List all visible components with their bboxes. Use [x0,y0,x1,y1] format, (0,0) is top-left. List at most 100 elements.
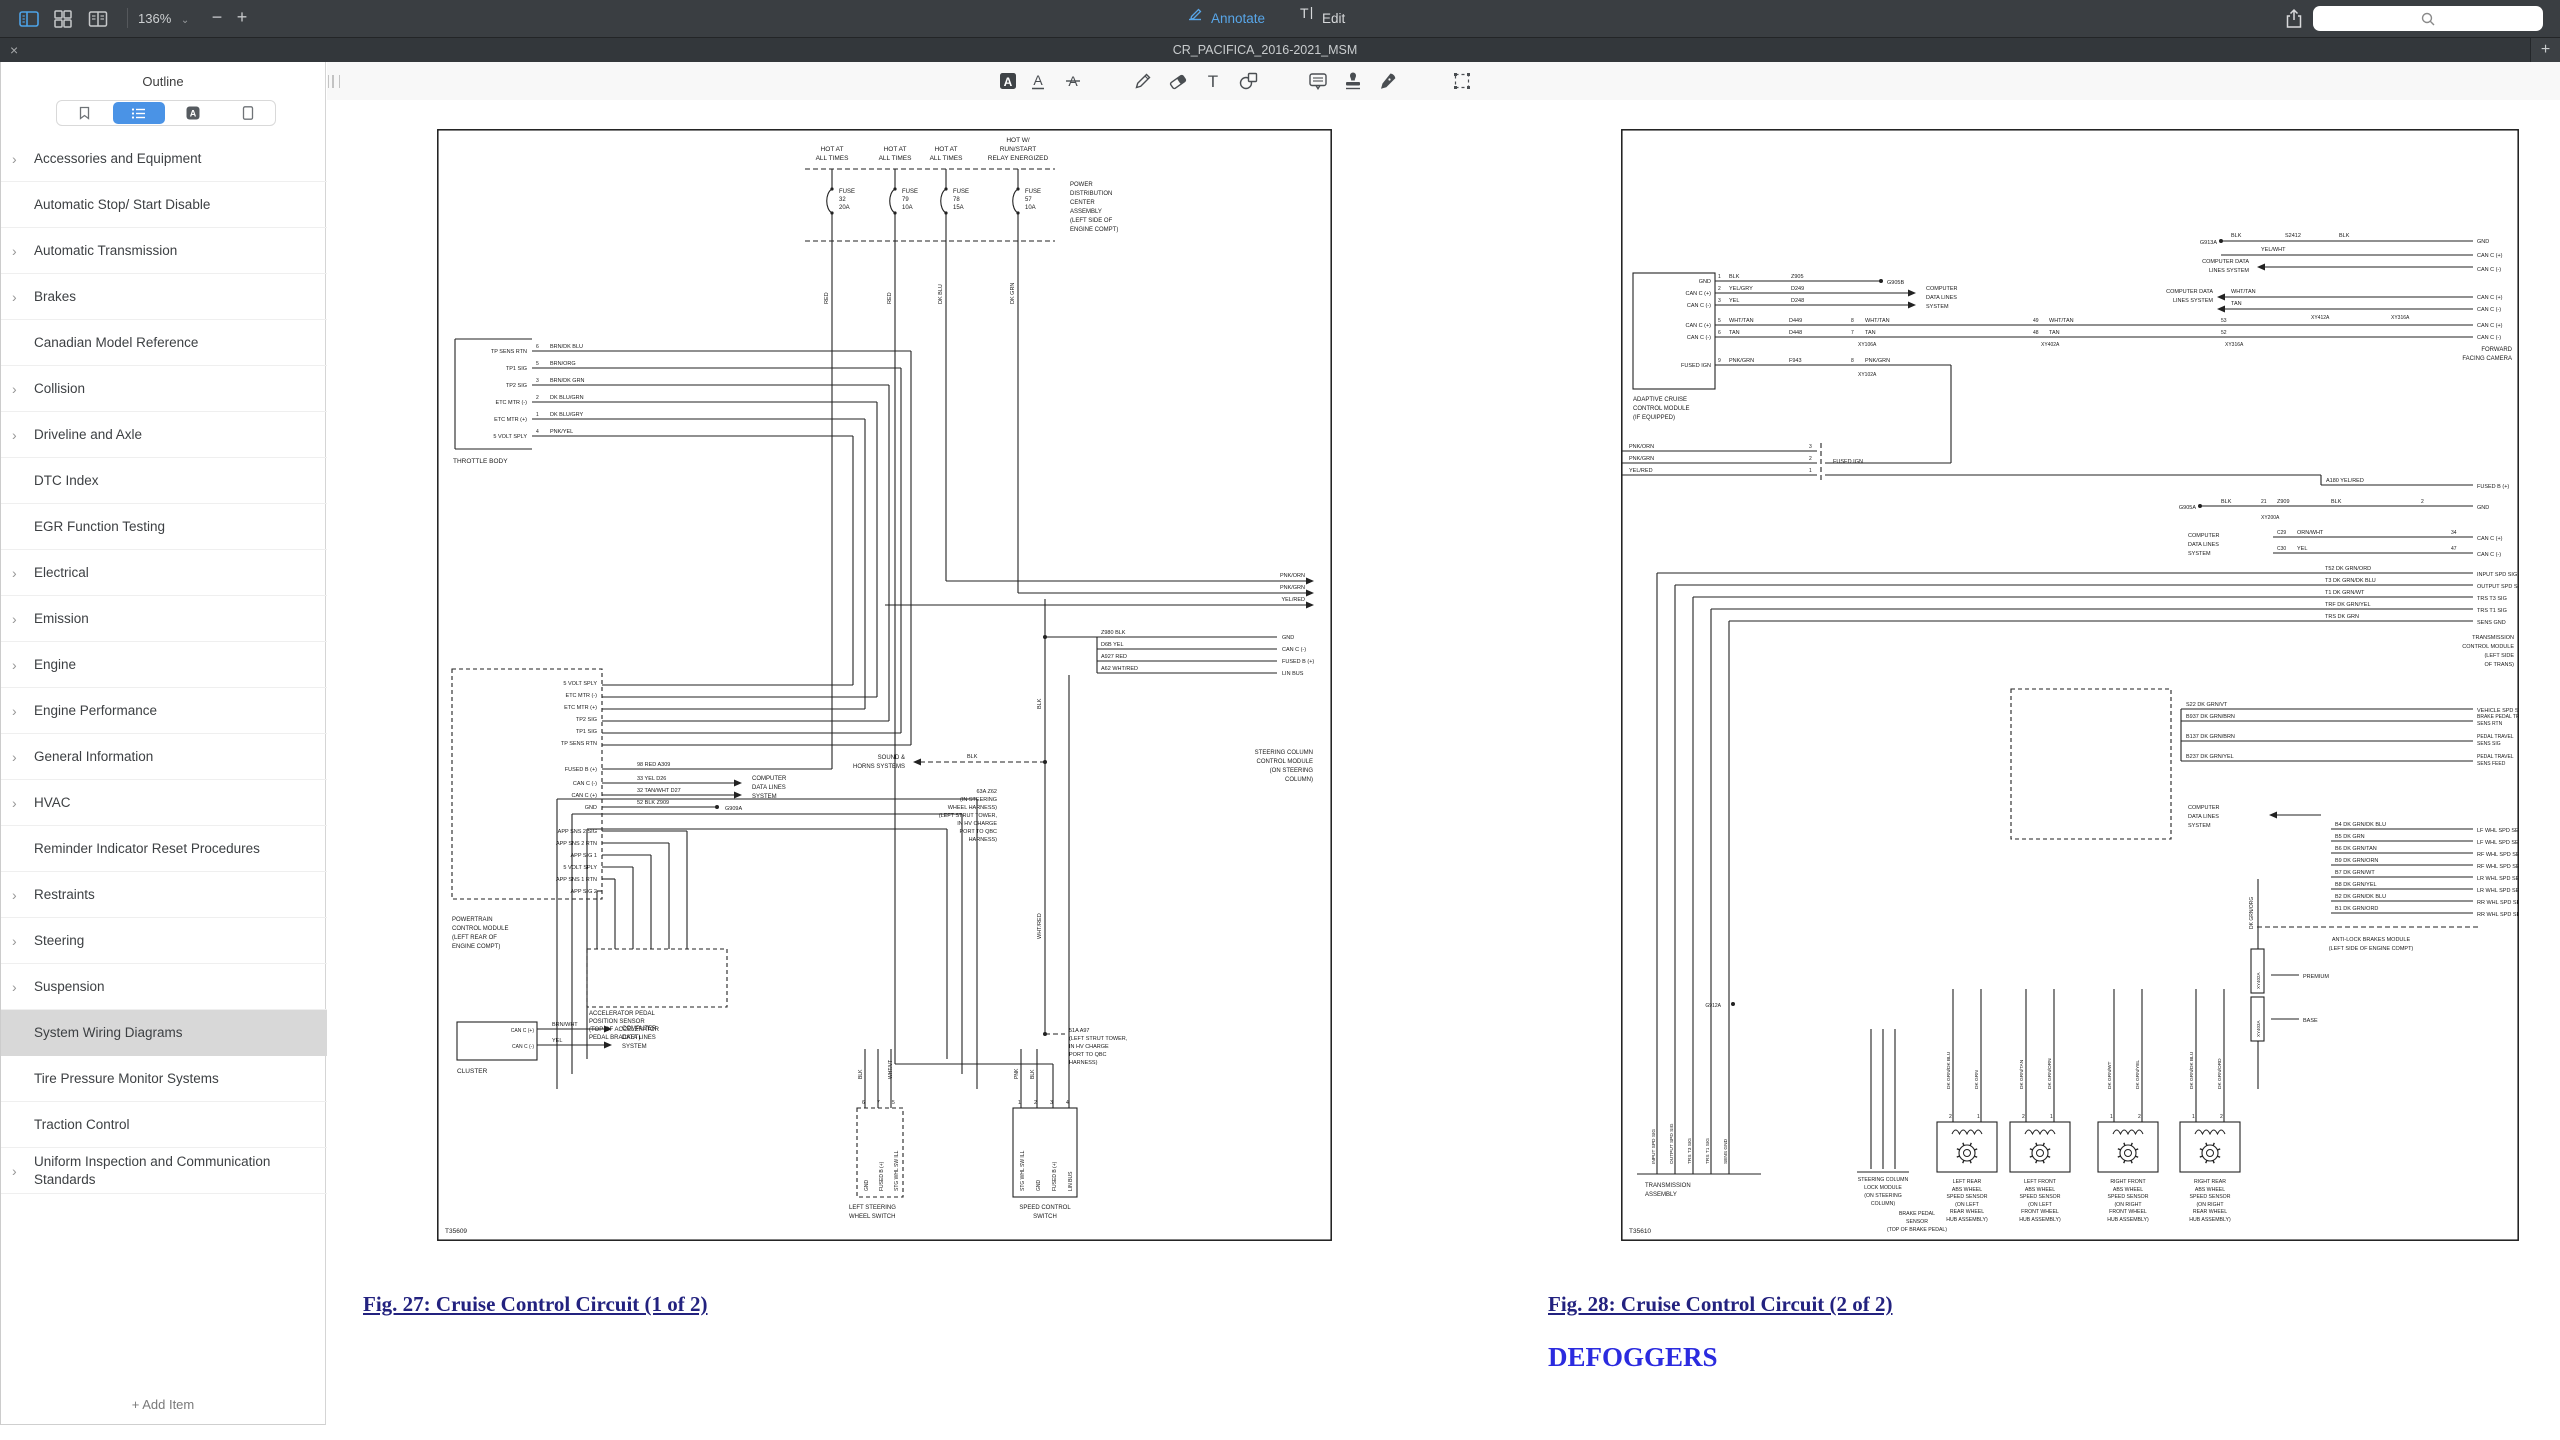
strikethrough-icon: A [1066,73,1080,89]
sidebar-item-accessories-and-equipment[interactable]: ›Accessories and Equipment [1,136,327,182]
shapes-tool[interactable] [1237,70,1259,92]
underline-tool[interactable]: A [1027,70,1049,92]
pencil-tool[interactable] [1132,70,1154,92]
svg-text:21: 21 [2261,499,2267,505]
svg-text:RR WHL SPD SENS (+): RR WHL SPD SENS (+) [2477,900,2519,906]
chevron-right-icon[interactable]: › [12,932,17,949]
chevron-right-icon[interactable]: › [12,150,17,167]
sidebar-item-automatic-stop-start-disable[interactable]: Automatic Stop/ Start Disable [1,182,327,228]
zoom-out-button[interactable]: − [211,7,223,27]
svg-text:YEL: YEL [2297,546,2307,552]
svg-text:FRONT WHEEL: FRONT WHEEL [2021,1209,2059,1215]
sidebar-item-electrical[interactable]: ›Electrical [1,550,327,596]
sidebar-item-emission[interactable]: ›Emission [1,596,327,642]
sidebar-item-restraints[interactable]: ›Restraints [1,872,327,918]
svg-text:(ON STEERING: (ON STEERING [1864,1193,1901,1199]
sidebar-item-general-information[interactable]: ›General Information [1,734,327,780]
sidebar-resize-handle[interactable] [328,75,340,88]
chevron-right-icon[interactable]: › [12,702,17,719]
svg-text:(ON LEFT: (ON LEFT [2028,1202,2052,1208]
svg-text:WHT/TAN: WHT/TAN [1865,318,1890,324]
sidebar-item-engine[interactable]: ›Engine [1,642,327,688]
svg-text:DK GRN/YEL: DK GRN/YEL [2135,1060,2141,1089]
sidebar-item-engine-performance[interactable]: ›Engine Performance [1,688,327,734]
chevron-right-icon[interactable]: › [12,978,17,995]
tab-close-button[interactable]: × [10,42,19,58]
chevron-right-icon[interactable]: › [12,748,17,765]
tab-edit[interactable]: T Edit [1297,0,1345,37]
sidebar-item-brakes[interactable]: ›Brakes [1,274,327,320]
tab-outline[interactable] [112,102,165,124]
sidebar-item-egr-function-testing[interactable]: EGR Function Testing [1,504,327,550]
chevron-right-icon[interactable]: › [12,886,17,903]
svg-text:Z909: Z909 [2277,499,2290,505]
chevron-right-icon[interactable]: › [12,426,17,443]
sidebar-item-hvac[interactable]: ›HVAC [1,780,327,826]
svg-text:DK GRN/ORN: DK GRN/ORN [2047,1058,2053,1089]
sidebar-item-uniform-inspection-and-communication-standards[interactable]: ›Uniform Inspection and Communication St… [1,1148,327,1194]
svg-text:5: 5 [1718,318,1721,324]
zoom-in-button[interactable]: + [236,7,248,27]
sidebar-item-system-wiring-diagrams[interactable]: System Wiring Diagrams [1,1010,327,1056]
two-page-view-button[interactable] [87,8,109,30]
svg-text:2: 2 [2220,1114,2223,1120]
sidebar-item-collision[interactable]: ›Collision [1,366,327,412]
sidebar-item-tire-pressure-monitor-systems[interactable]: Tire Pressure Monitor Systems [1,1056,327,1102]
tab-bookmarks[interactable] [58,102,111,124]
chevron-right-icon[interactable]: › [12,288,17,305]
thumbnails-view-button[interactable] [52,8,74,30]
tab-pages[interactable] [222,102,275,124]
sidebar-item-driveline-and-axle[interactable]: ›Driveline and Axle [1,412,327,458]
fig27-caption-link[interactable]: Fig. 27: Cruise Control Circuit (1 of 2) [363,1292,708,1316]
svg-text:B8 DK GRN/YEL: B8 DK GRN/YEL [2335,882,2377,888]
new-tab-button[interactable]: + [2530,38,2560,62]
tab-annotate[interactable]: Annotate [1186,0,1265,37]
sidebar-item-label: DTC Index [34,472,99,488]
sidebar-item-reminder-indicator-reset-procedures[interactable]: Reminder Indicator Reset Procedures [1,826,327,872]
chevron-right-icon[interactable]: › [12,1162,17,1179]
signature-tool[interactable] [1377,70,1399,92]
strikethrough-tool[interactable]: A [1062,70,1084,92]
stamp-tool[interactable] [1342,70,1364,92]
selection-tool[interactable] [1451,70,1473,92]
chevron-right-icon[interactable]: › [12,610,17,627]
svg-text:ENGINE COMPT): ENGINE COMPT) [1070,227,1118,233]
sidebar-toggle-button[interactable] [18,8,40,30]
svg-text:STG WHL SW ILL: STG WHL SW ILL [1020,1150,1026,1191]
svg-text:SYSTEM: SYSTEM [752,794,777,800]
chevron-right-icon[interactable]: › [12,564,17,581]
share-button[interactable] [2282,7,2306,31]
svg-text:ASSEMBLY: ASSEMBLY [1645,1192,1677,1198]
sidebar-item-suspension[interactable]: ›Suspension [1,964,327,1010]
add-item-button[interactable]: + Add Item [131,1397,195,1412]
sidebar-item-traction-control[interactable]: Traction Control [1,1102,327,1148]
sidebar-item-automatic-transmission[interactable]: ›Automatic Transmission [1,228,327,274]
chevron-down-icon: ⌄ [180,15,190,26]
text-highlight-tool[interactable]: A [997,70,1019,92]
chevron-right-icon[interactable]: › [12,794,17,811]
sidebar-item-dtc-index[interactable]: DTC Index [1,458,327,504]
svg-text:(LEFT REAR OF: (LEFT REAR OF [452,935,497,941]
svg-text:(LEFT STRUT TOWER,: (LEFT STRUT TOWER, [939,813,998,819]
chevron-right-icon[interactable]: › [12,242,17,259]
svg-text:A: A [1033,72,1043,88]
sidebar-item-label: Reminder Indicator Reset Procedures [34,840,260,856]
search-input[interactable] [2313,6,2543,31]
fig28-caption-link[interactable]: Fig. 28: Cruise Control Circuit (2 of 2) [1548,1292,1893,1316]
sidebar-item-steering[interactable]: ›Steering [1,918,327,964]
svg-text:HUB ASSEMBLY): HUB ASSEMBLY) [2107,1217,2149,1223]
text-tool[interactable]: T [1202,70,1224,92]
svg-text:RED: RED [824,292,830,304]
svg-text:ABS WHEEL: ABS WHEEL [2113,1187,2143,1193]
document-tab-title[interactable]: CR_PACIFICA_2016-2021_MSM [1172,43,1358,57]
sidebar-item-canadian-model-reference[interactable]: Canadian Model Reference [1,320,327,366]
tab-annotations[interactable]: A [167,102,220,124]
highlight-icon: A [1000,73,1016,89]
chevron-right-icon[interactable]: › [12,656,17,673]
chevron-right-icon[interactable]: › [12,380,17,397]
svg-text:PNK/GRN: PNK/GRN [1280,585,1305,591]
eraser-tool[interactable] [1167,70,1189,92]
zoom-level-dropdown[interactable]: 136% ⌄ [138,0,189,37]
svg-text:79: 79 [902,197,909,203]
note-tool[interactable] [1307,70,1329,92]
